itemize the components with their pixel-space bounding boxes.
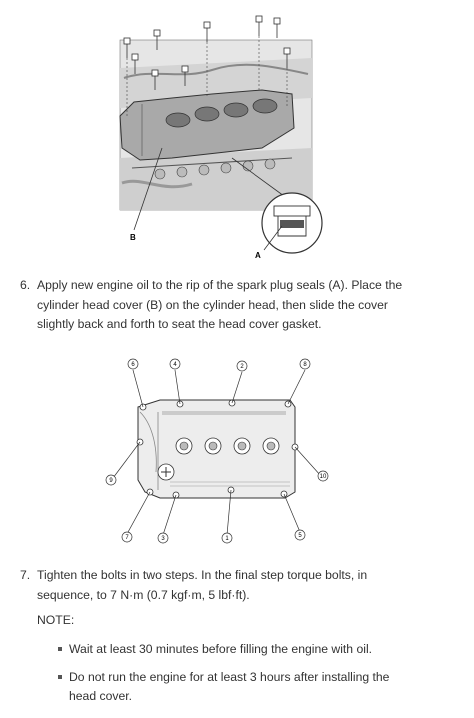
bolt-label-5: 5	[298, 533, 302, 539]
label-a: A	[255, 251, 261, 260]
bolt-label-2: 2	[240, 364, 244, 370]
bolt-label-10: 10	[320, 474, 327, 480]
engine-illustration: B A	[112, 8, 332, 260]
bolt-sequence-diagram: 6 4 2 8 9 10 7 3 1 5	[100, 352, 340, 547]
step-6-number: 6.	[20, 278, 31, 292]
bolt-label-7: 7	[125, 535, 129, 541]
note-item-text: Do not run the engine for at least 3 hou…	[69, 670, 390, 703]
label-b: B	[130, 233, 136, 242]
note-label: NOTE:	[37, 613, 75, 627]
bolt-label-9: 9	[109, 478, 113, 484]
bolt-label-6: 6	[131, 362, 135, 368]
bullet-square-icon	[58, 675, 62, 679]
bolt-label-1: 1	[225, 536, 229, 542]
bolt-label-3: 3	[161, 536, 165, 542]
note-item-text: Wait at least 30 minutes before filling …	[69, 642, 373, 656]
bolt-label-4: 4	[173, 362, 177, 368]
step-6-text: Apply new engine oil to the rip of the s…	[37, 278, 403, 331]
step-7-number: 7.	[20, 568, 31, 582]
bullet-square-icon	[58, 647, 62, 651]
bolt-label-8: 8	[303, 362, 307, 368]
step-7-text: Tighten the bolts in two steps. In the f…	[37, 568, 368, 602]
